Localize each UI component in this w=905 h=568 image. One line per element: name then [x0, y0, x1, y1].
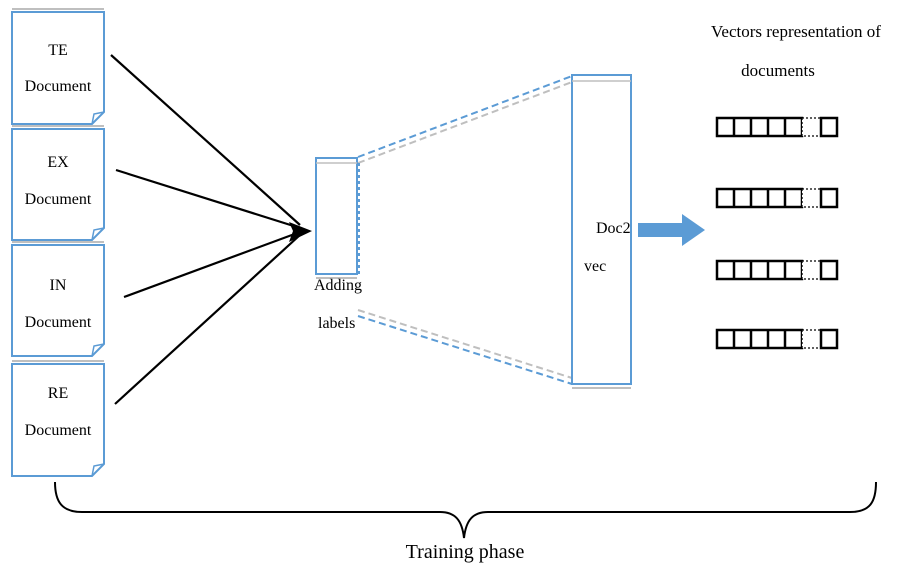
arrow-line-te: [110, 54, 301, 226]
training-phase-label: Training phase: [406, 541, 525, 563]
document-re-label-line2: Document: [25, 422, 92, 439]
arrowhead: [289, 222, 312, 242]
training-phase-brace: [54, 481, 877, 539]
vectors-title-line2: documents: [741, 61, 815, 80]
document-in-label-line2: Document: [25, 314, 92, 331]
document-re: RE Document: [11, 360, 105, 477]
arrow-line-ex: [115, 168, 301, 230]
vector-row-2: [715, 187, 839, 209]
document-ex-label-line1: EX: [47, 154, 69, 171]
output-arrow: [638, 214, 705, 246]
document-re-label-line1: RE: [48, 385, 68, 402]
document-te-label-line2: Document: [25, 78, 92, 95]
vector-row-3: [715, 259, 839, 281]
arrow-line-re: [114, 234, 301, 405]
document-te: TE Document: [11, 8, 105, 125]
document-in: IN Document: [11, 241, 105, 357]
document-ex: EX Document: [11, 125, 105, 241]
adding-labels-line1: Adding: [314, 277, 362, 294]
adding-labels-box: Adding labels: [314, 157, 362, 332]
vector-row-1: [715, 116, 839, 138]
doc2vec-line2: vec: [584, 258, 606, 275]
arrow-line-in: [123, 230, 301, 299]
doc2vec-line1: Doc2: [596, 220, 631, 237]
dashed-connectors: [357, 75, 573, 385]
document-ex-label-line2: Document: [25, 191, 92, 208]
converging-arrows: [110, 54, 301, 405]
doc2vec-box: Doc2 vec: [571, 74, 632, 389]
document-te-label-line1: TE: [48, 42, 68, 59]
document-in-label-line1: IN: [50, 277, 67, 294]
adding-labels-line2: labels: [318, 315, 355, 332]
vector-row-4: [715, 328, 839, 350]
vectors-title-line1: Vectors representation of: [711, 22, 881, 41]
vector-rows: [715, 116, 839, 350]
